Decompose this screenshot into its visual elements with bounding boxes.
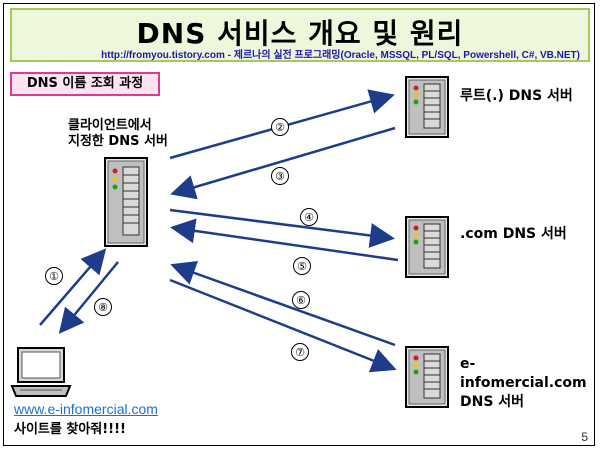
target-dns-label-line1: e-	[460, 356, 476, 372]
step-4-badge: ④	[300, 208, 318, 226]
slide-title: DNS 서비스 개요 및 원리	[136, 17, 464, 50]
step-2-badge: ②	[271, 118, 289, 136]
arrow-step-7	[169, 278, 397, 373]
arrow-step-3	[170, 126, 396, 200]
step-3-badge: ③	[271, 167, 289, 185]
title-banner: DNS 서비스 개요 및 원리 http://fromyou.tistory.c…	[10, 8, 590, 62]
client-dns-label-line1: 클라이언트에서	[68, 118, 152, 133]
step-7-badge: ⑦	[291, 343, 309, 361]
arrow-step-6	[170, 260, 396, 347]
target-site-link[interactable]: www.e-infomercial.com	[14, 401, 158, 417]
step-5-badge: ⑤	[293, 257, 311, 275]
com-dns-server-icon	[405, 216, 449, 278]
root-dns-server-icon	[405, 76, 449, 138]
arrow-step-4	[169, 208, 395, 248]
target-dns-label-line3: DNS 서버	[460, 394, 525, 410]
arrow-step-5	[170, 218, 399, 262]
com-dns-label: .com DNS 서버	[460, 226, 567, 242]
laptop-icon	[10, 347, 72, 397]
slide-frame	[3, 3, 595, 446]
arrow-step-1	[39, 248, 107, 326]
arrow-step-8	[58, 261, 119, 334]
target-dns-label: e- infomercial.com DNS 서버	[460, 355, 587, 412]
step-8-badge: ⑧	[94, 298, 112, 316]
page-number: 5	[581, 430, 588, 444]
step-1-badge: ①	[45, 267, 63, 285]
client-dns-label-line2: 지정한 DNS 서버	[68, 134, 168, 149]
step-6-badge: ⑥	[292, 291, 310, 309]
section-label: DNS 이름 조회 과정	[10, 72, 160, 96]
client-dns-label: 클라이언트에서 지정한 DNS 서버	[68, 118, 168, 150]
target-dns-server-icon	[405, 346, 449, 408]
target-dns-label-line2: infomercial.com	[460, 375, 587, 391]
root-dns-label: 루트(.) DNS 서버	[460, 88, 573, 104]
source-subtitle: http://fromyou.tistory.com - 제르나의 실전 프로그…	[101, 50, 580, 61]
client-dns-server-icon	[104, 157, 148, 247]
laptop-caption: 사이트를 찾아줘!!!!	[14, 422, 126, 437]
